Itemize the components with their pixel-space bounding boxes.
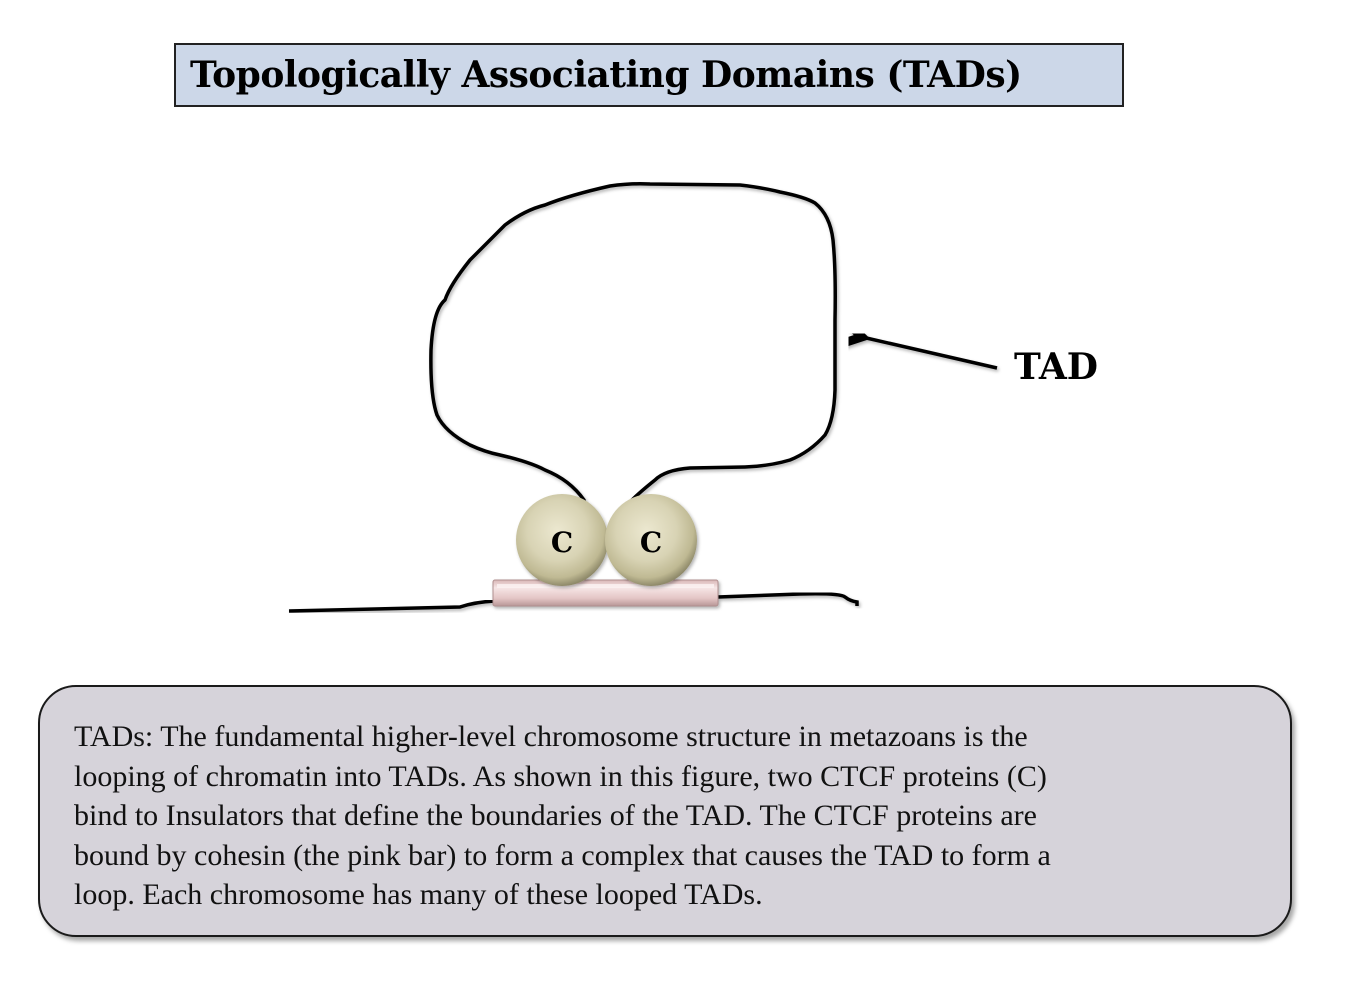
tad-loop <box>429 182 837 502</box>
cohesin-highlight <box>497 584 714 588</box>
chromatin-strand-left <box>288 599 496 613</box>
caption-line: bind to Insulators that define the bound… <box>74 799 1037 832</box>
chromatin-strand-right <box>717 592 859 606</box>
caption-line: TADs: The fundamental higher-level chrom… <box>74 720 1028 753</box>
caption-box: TADs: The fundamental higher-level chrom… <box>38 685 1292 937</box>
tad-arrow <box>862 337 998 370</box>
title-box: Topologically Associating Domains (TADs) <box>174 43 1124 107</box>
caption-line: bound by cohesin (the pink bar) to form … <box>74 838 1051 872</box>
page-title: Topologically Associating Domains (TADs) <box>190 54 1022 96</box>
ctcf-label: C <box>640 526 662 559</box>
ctcf-protein-right: C <box>605 494 697 586</box>
tad-label: TAD <box>1014 346 1098 388</box>
caption-line: loop. Each chromosome has many of these … <box>74 878 763 911</box>
ctcf-label: C <box>551 526 573 559</box>
ctcf-protein-left: C <box>516 494 608 586</box>
caption-line: looping of chromatin into TADs. As shown… <box>74 759 1047 793</box>
cohesin-bar <box>492 579 719 607</box>
